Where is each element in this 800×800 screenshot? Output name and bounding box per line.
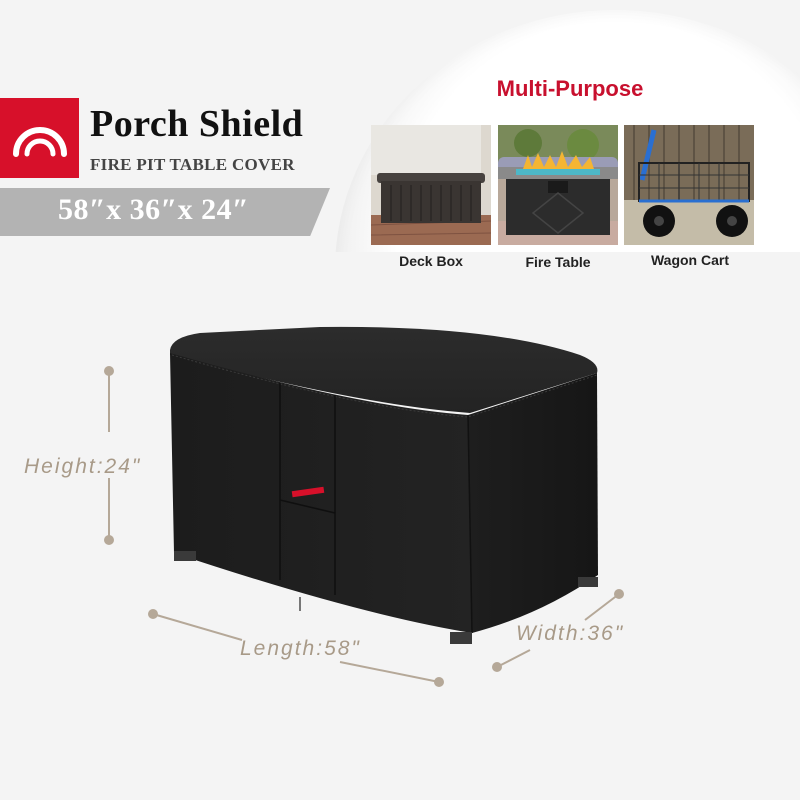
brand-tag <box>291 486 325 498</box>
multi-purpose-title: Multi-Purpose <box>496 76 644 101</box>
dimensions-banner <box>0 188 330 236</box>
arch-rainbow-icon <box>12 127 67 157</box>
length-indicator-line <box>148 609 444 687</box>
length-label: Length:58" <box>240 637 361 660</box>
product-type: FIRE PIT TABLE COVER <box>90 155 295 174</box>
height-indicator-line <box>104 366 114 545</box>
use-label-wagon-cart: Wagon Cart <box>650 252 730 268</box>
deck-box-photo <box>371 125 491 245</box>
wagon-cart-photo <box>624 125 754 245</box>
use-card-fire-table <box>498 125 618 245</box>
height-label: Height:24" <box>24 455 142 478</box>
brand-logo <box>0 98 79 178</box>
width-indicator-line <box>492 589 624 672</box>
dimensions-text: 58″x 36″x 24″ <box>58 193 250 226</box>
use-label-fire-table: Fire Table <box>525 254 591 270</box>
use-label-deck-box: Deck Box <box>399 253 463 269</box>
use-card-wagon-cart <box>624 125 754 245</box>
fire-table-photo <box>498 125 618 245</box>
use-card-deck-box <box>371 125 491 245</box>
width-label: Width:36" <box>516 622 625 645</box>
brand-name: Porch Shield <box>90 103 304 145</box>
product-image-cover <box>160 315 620 665</box>
